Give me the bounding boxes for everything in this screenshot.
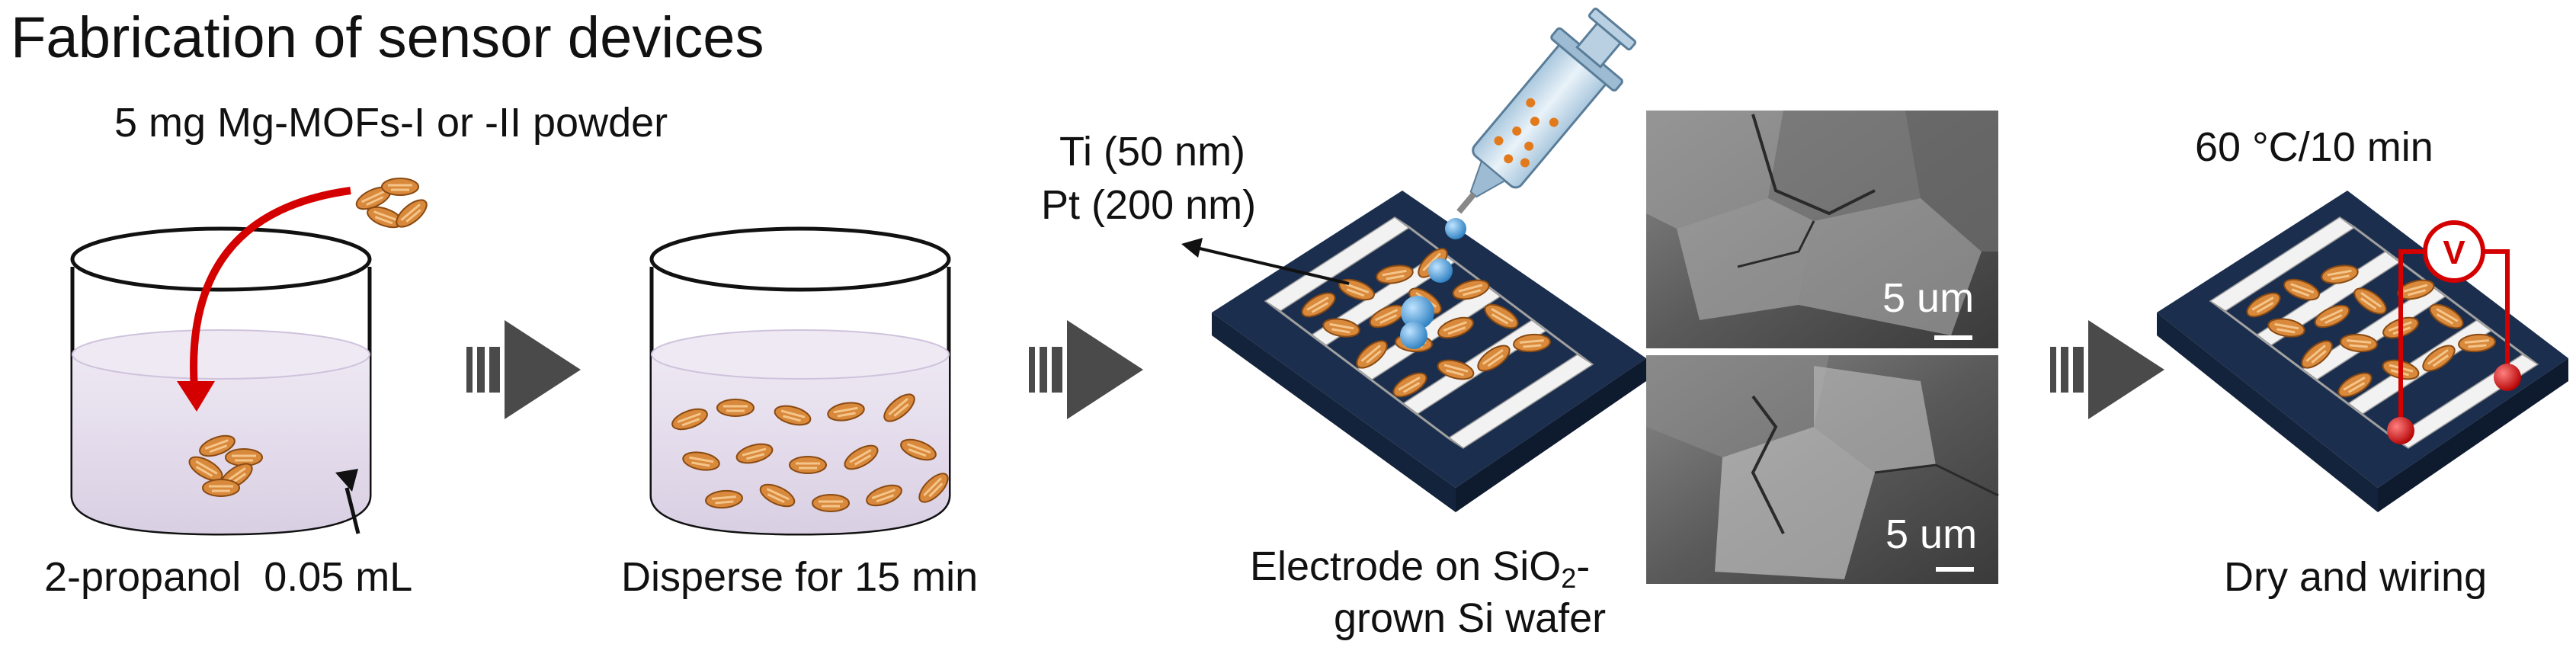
electrode-caption-text: Electrode on SiO	[1250, 543, 1562, 589]
beaker-step1	[70, 177, 432, 536]
droplet	[1400, 322, 1427, 349]
electrode-ti-label: Ti (50 nm)	[1059, 129, 1246, 175]
syringe	[1456, 7, 1637, 214]
droplet	[1445, 218, 1466, 239]
process-arrow-3	[2050, 320, 2164, 419]
voltmeter-icon	[2423, 220, 2485, 283]
process-arrow-2	[1029, 320, 1143, 419]
voltmeter-symbol: V	[2443, 234, 2465, 271]
droplet	[1428, 258, 1453, 283]
sem-image-bottom	[1646, 355, 1999, 584]
wired-sensor: V	[2157, 191, 2568, 512]
electrode-step3	[1181, 7, 1646, 512]
beaker-step2	[649, 226, 954, 536]
add-powder-arrow	[190, 187, 351, 390]
probe-contact-right	[2494, 364, 2521, 391]
electrode-caption-line1: Electrode on SiO2-	[1250, 543, 1590, 595]
solvent-pointer	[344, 487, 360, 534]
sem-image-top	[1646, 111, 1998, 348]
disperse-label: Disperse for 15 min	[621, 554, 979, 600]
wire-right	[2485, 249, 2510, 373]
electrode-caption-line2: grown Si wafer	[1334, 595, 1607, 641]
powder-label: 5 mg Mg-MOFs-I or -II powder	[114, 100, 668, 146]
solvent-label: 2-propanol 0.05 mL	[44, 554, 413, 600]
wire-left	[2398, 249, 2424, 427]
mof-powder	[352, 177, 432, 233]
electrode-caption-hyphen: -	[1576, 543, 1591, 589]
electrode-caption-subscript: 2	[1561, 563, 1577, 594]
electrode-pointer	[1196, 246, 1350, 285]
sem-scale-label-bottom: 5 um	[1886, 511, 1978, 557]
process-arrow-1	[466, 320, 581, 419]
droplet	[1401, 296, 1434, 329]
probe-contact-left	[2387, 417, 2414, 444]
page-title: Fabrication of sensor devices	[11, 5, 764, 70]
sem-scale-label-top: 5 um	[1882, 275, 1975, 321]
electrode-pt-label: Pt (200 nm)	[1041, 182, 1257, 228]
dry-wiring-label: Dry and wiring	[2224, 554, 2488, 600]
temperature-label: 60 °C/10 min	[2195, 124, 2433, 170]
